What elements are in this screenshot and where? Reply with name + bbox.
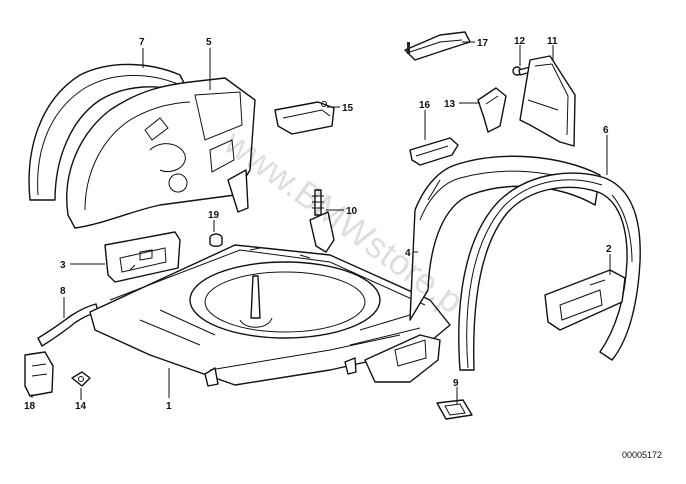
callout-1: 1 <box>166 401 172 412</box>
callout-12: 12 <box>514 36 526 47</box>
part-17-bracket <box>404 31 471 61</box>
part-1-trunk-floor <box>89 244 451 387</box>
callout-14: 14 <box>75 401 87 412</box>
callout-10: 10 <box>346 206 358 217</box>
diagram-code: 00005172 <box>622 450 662 460</box>
callout-4: 4 <box>405 248 411 259</box>
part-15-bracket <box>274 101 335 135</box>
callout-3: 3 <box>60 260 66 271</box>
part-7-wheel-arch-trim <box>28 63 191 201</box>
part-18-rubber-buffer <box>24 351 54 397</box>
leader-lines <box>31 41 611 404</box>
callout-7: 7 <box>139 37 145 48</box>
callout-6: 6 <box>603 125 609 136</box>
callout-2: 2 <box>606 244 612 255</box>
part-3-side-bracket <box>104 231 181 283</box>
part-11-cover-plate <box>519 55 576 147</box>
callout-16: 16 <box>419 100 431 111</box>
part-8-tube <box>37 303 99 347</box>
part-9-clip <box>436 399 473 420</box>
part-2-side-bracket <box>544 269 626 331</box>
callout-19: 19 <box>208 210 220 221</box>
callout-8: 8 <box>60 286 66 297</box>
part-16-bracket <box>409 137 459 166</box>
part-13-bracket <box>477 87 507 133</box>
callout-9: 9 <box>453 378 459 389</box>
part-14-nut <box>71 371 91 387</box>
callout-17: 17 <box>477 38 489 49</box>
callout-5: 5 <box>206 37 212 48</box>
callout-18: 18 <box>24 401 36 412</box>
callout-15: 15 <box>342 103 354 114</box>
part-5-inner-wheel-house <box>66 77 256 229</box>
callout-11: 11 <box>547 36 558 47</box>
callout-labels: 7 5 17 12 11 15 16 13 6 10 19 4 2 3 8 1 … <box>24 36 612 412</box>
part-10-support-bracket <box>309 189 335 253</box>
callout-13: 13 <box>444 99 456 110</box>
part-19-grommet <box>209 233 223 247</box>
part-6-outer-wheel-arch <box>458 172 641 371</box>
